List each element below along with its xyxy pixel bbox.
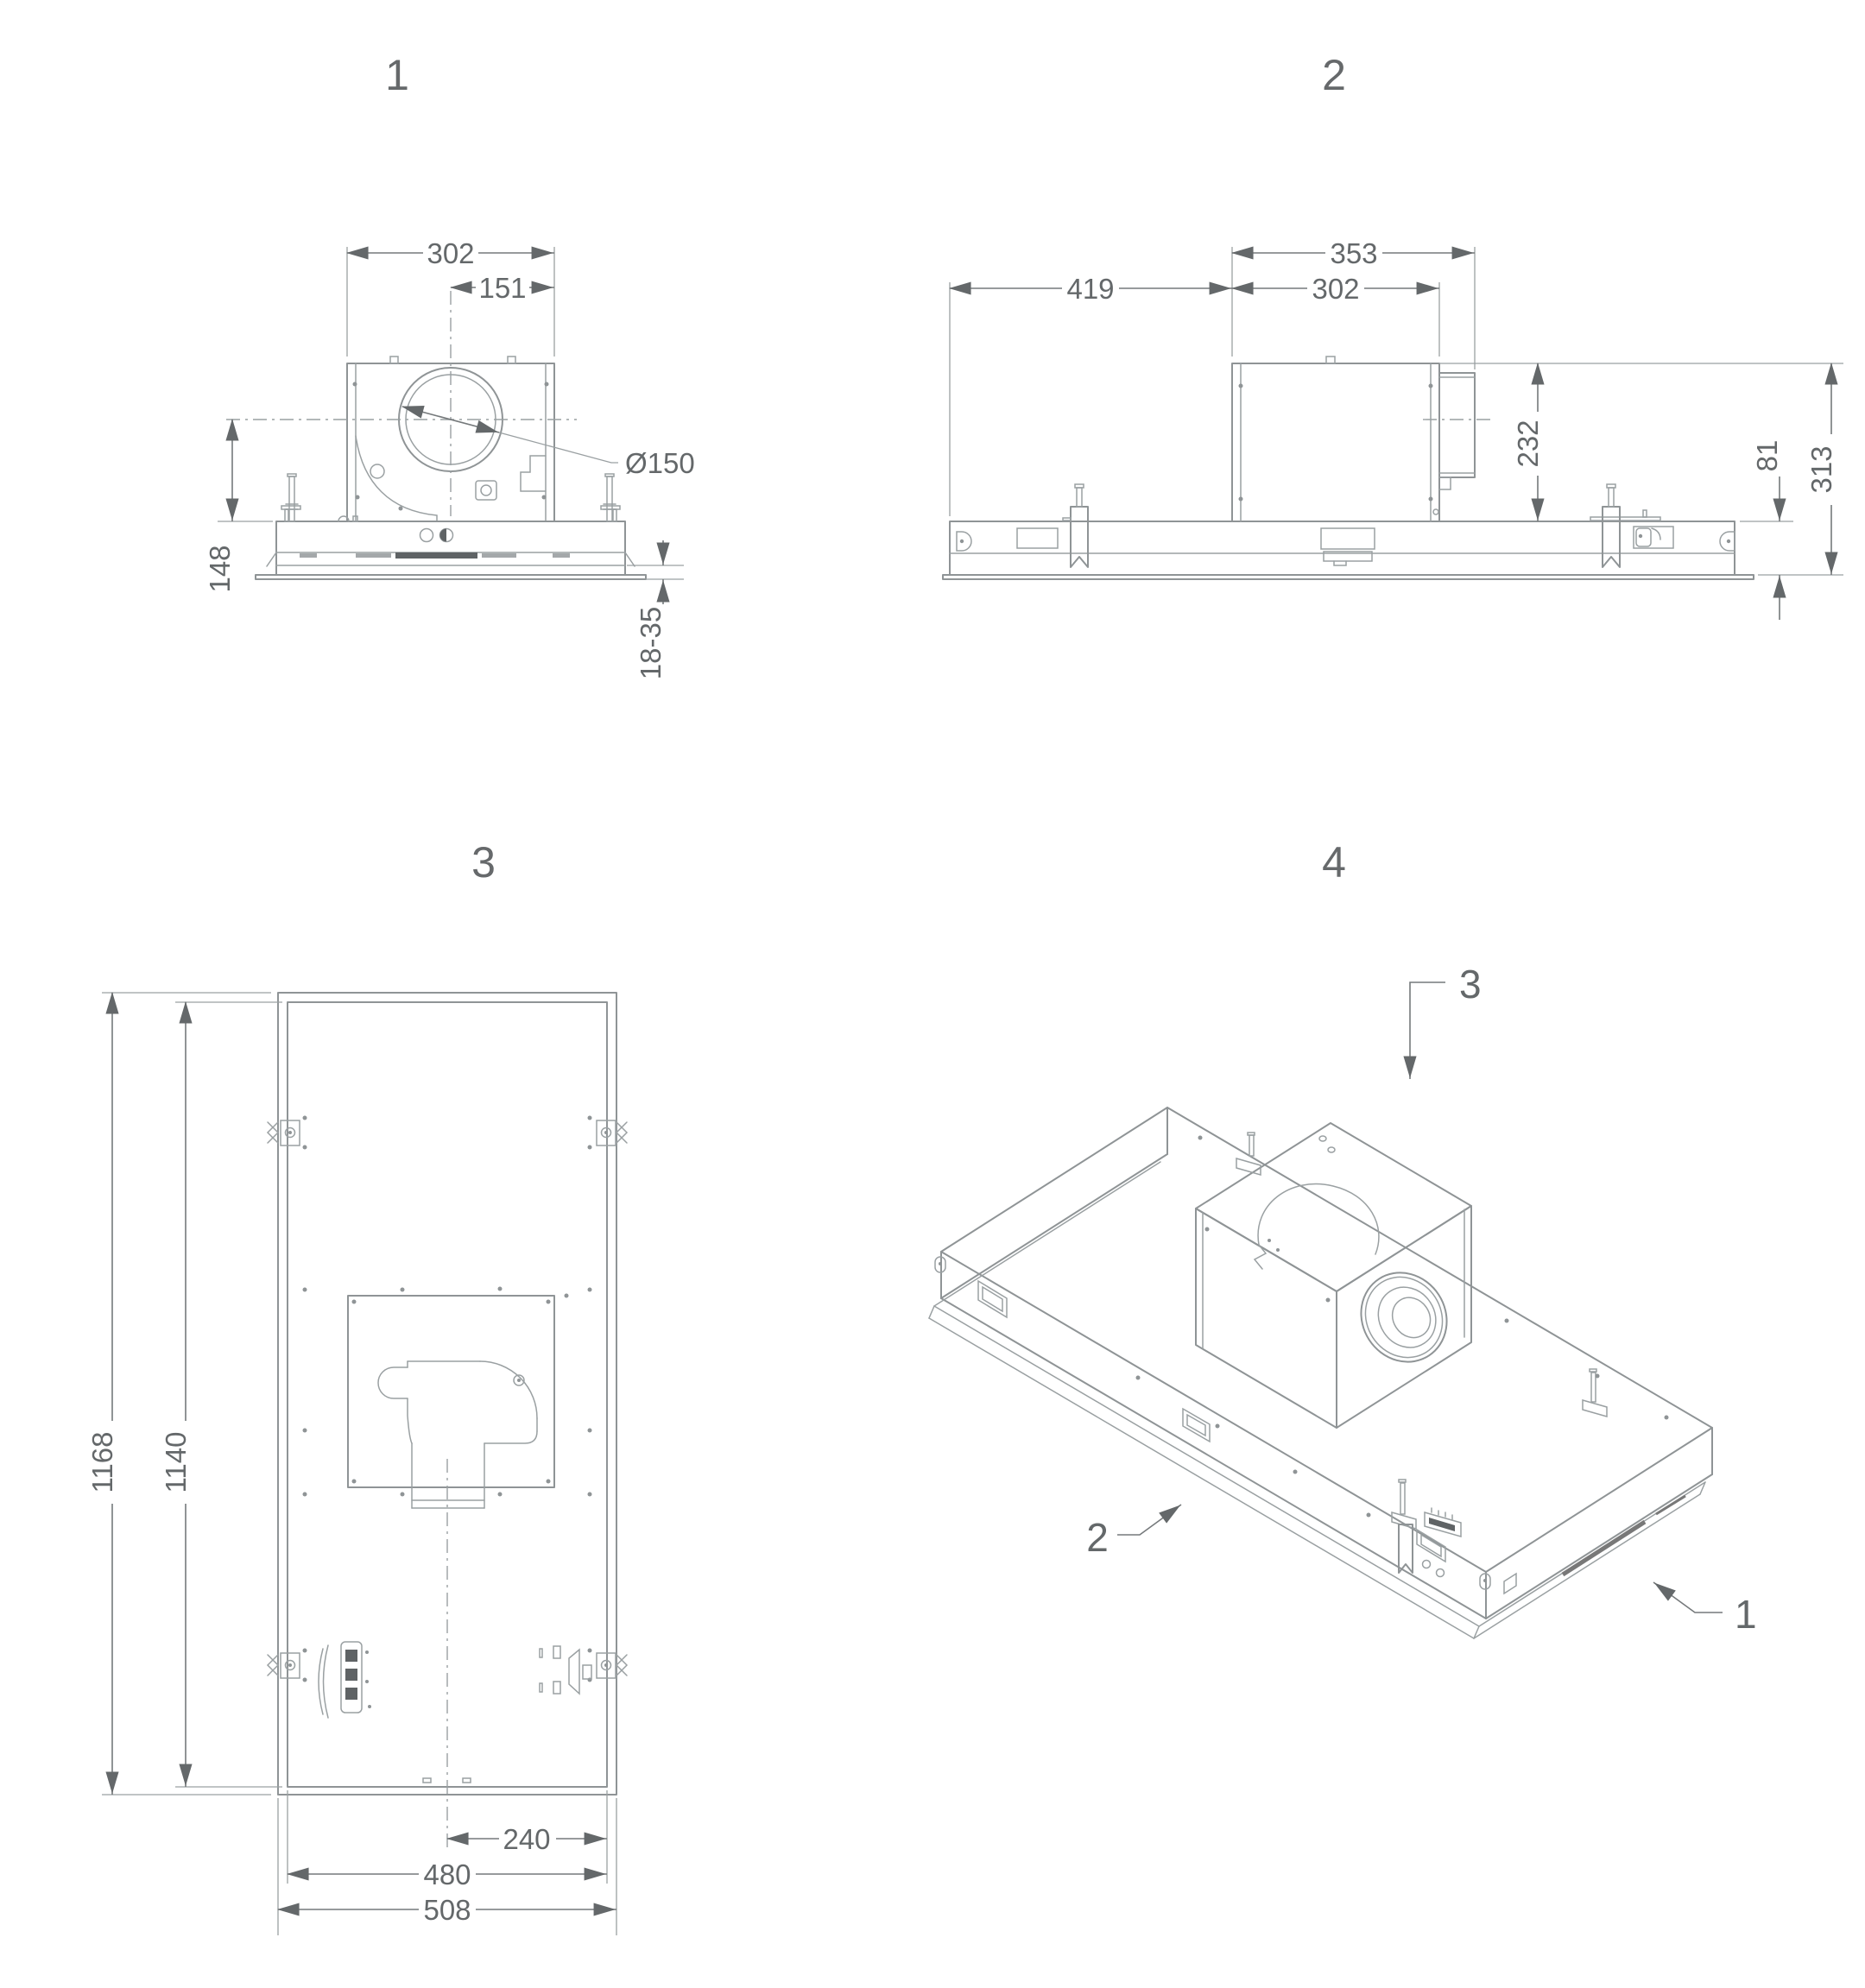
callout-frame: 1 — [1653, 1581, 1757, 1637]
duct-outlet-circle — [226, 291, 577, 516]
dim-height-148: 148 — [204, 545, 236, 592]
dim-group-offset-419: 419 — [949, 273, 1232, 516]
dim-outer-length-1168: 1168 — [86, 1432, 118, 1493]
dim-recess-18-35: 18-35 — [635, 607, 667, 679]
dim-group-height-148: 148 — [204, 419, 273, 593]
dim-box-width-302: 302 — [1312, 273, 1359, 305]
view-isometric: 4 — [928, 838, 1757, 1639]
dim-duct-diameter: Ø150 — [625, 447, 695, 479]
dim-group-box-height-232: 232 — [1439, 363, 1843, 521]
dim-inner-length-1140: 1140 — [160, 1432, 192, 1493]
dim-group-panel-height-81: 81 — [1740, 440, 1843, 620]
dim-group-outer-width-508: 508 — [277, 1798, 617, 1935]
dim-group-inner-length-1140: 1140 — [160, 1001, 282, 1788]
mounting-rods-front — [281, 473, 621, 522]
ceiling-panel-front — [255, 515, 647, 580]
dim-group-half-width-151: 151 — [450, 272, 554, 304]
dim-group-width-302: 302 — [346, 237, 555, 357]
callout-housing: 2 — [1086, 1504, 1182, 1560]
ceiling-trim-front — [255, 574, 647, 580]
screw-dots-front-box — [352, 382, 549, 511]
view-front: 1 — [204, 51, 695, 679]
trim-frame-isometric — [928, 1161, 1706, 1639]
dim-total-height-313: 313 — [1805, 445, 1837, 493]
callout-motor-unit: 3 — [1403, 962, 1482, 1079]
ceiling-trim-side — [942, 574, 1754, 580]
view-front-number: 1 — [385, 51, 409, 99]
view-plan: 3 — [86, 838, 629, 1935]
hanger-brackets-isometric — [1236, 1132, 1608, 1574]
panel-isometric — [940, 1107, 1713, 1619]
dim-group-total-height-313: 313 — [1805, 363, 1847, 575]
dim-group-half-width-240: 240 — [446, 1790, 608, 1884]
ceiling-panel-side — [942, 509, 1754, 580]
dim-width-302: 302 — [427, 237, 474, 269]
dim-box-height-232: 232 — [1512, 420, 1544, 467]
view-isometric-number: 4 — [1322, 838, 1346, 887]
dim-group-box-width-302: 302 — [1231, 273, 1440, 357]
callout-label-3: 3 — [1459, 962, 1482, 1007]
duct-spigot-isometric — [1360, 1272, 1448, 1363]
dim-group-duct-diameter: Ø150 — [401, 406, 695, 479]
view-plan-number: 3 — [471, 838, 496, 887]
callout-label-2: 2 — [1086, 1515, 1109, 1560]
dim-group-inner-width-480: 480 — [287, 1790, 607, 1890]
duct-elbow-plan — [377, 1360, 538, 1852]
dim-offset-419: 419 — [1066, 273, 1114, 305]
motor-housing-isometric — [1195, 1122, 1472, 1429]
hanging-straps-side — [1062, 483, 1621, 568]
dim-group-recess-18-35: 18-35 — [627, 540, 684, 679]
dim-outer-width-508: 508 — [423, 1894, 471, 1926]
dim-half-width-240: 240 — [503, 1823, 550, 1855]
dim-box-spigot-353: 353 — [1330, 237, 1377, 269]
dim-inner-width-480: 480 — [423, 1859, 471, 1890]
terminal-block-plan — [318, 1641, 371, 1719]
dim-group-outer-length-1168: 1168 — [86, 992, 271, 1796]
dim-group-box-spigot-353: 353 — [1231, 237, 1476, 369]
motor-mount-plate-plan — [347, 1295, 555, 1488]
fitting-detail-plan — [422, 1645, 592, 1783]
corner-brackets-plan — [266, 1120, 629, 1679]
dim-half-width-151: 151 — [478, 272, 526, 304]
panel-details-isometric — [934, 1135, 1669, 1595]
view-side-number: 2 — [1322, 51, 1346, 99]
callout-label-1: 1 — [1735, 1592, 1757, 1637]
motor-housing-side — [1231, 356, 1440, 522]
duct-spigot-side — [1423, 372, 1490, 490]
view-side: 2 — [942, 51, 1847, 620]
dim-panel-height-81: 81 — [1751, 440, 1783, 472]
